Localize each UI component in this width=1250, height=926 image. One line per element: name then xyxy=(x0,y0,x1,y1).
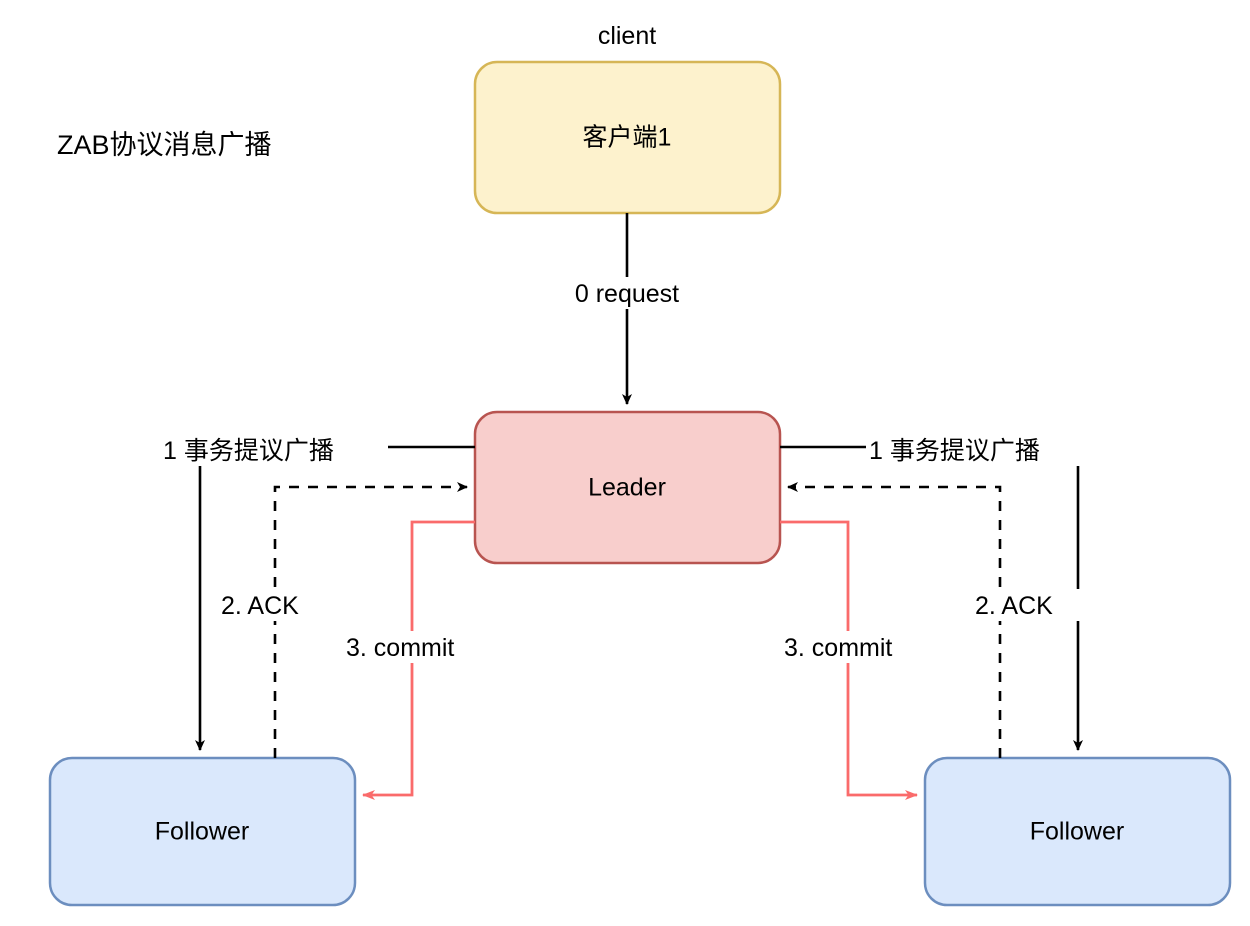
follower-right-box-label: Follower xyxy=(1030,818,1124,846)
ack-left-label-bg xyxy=(218,589,328,621)
edge-ack-left-line xyxy=(273,482,468,758)
edge-label-ack-right: 2. ACK xyxy=(975,592,1053,620)
edge-label-ack-left: 2. ACK xyxy=(221,592,299,620)
follower-left-box-shape xyxy=(48,756,357,907)
request-label-bg xyxy=(557,277,698,309)
leader-box-shape xyxy=(473,410,782,565)
node-client[interactable]: 客户端1 xyxy=(473,60,782,215)
ack-right-label-bg xyxy=(972,589,1082,621)
commit-right-label-bg xyxy=(781,631,928,663)
edge-ack-right-line xyxy=(787,482,1002,758)
edge-label-request: 0 request xyxy=(575,280,679,308)
client-box-label: 客户端1 xyxy=(583,124,672,152)
leader-box-label: Leader xyxy=(588,474,666,502)
proposal-right-label-bg xyxy=(866,432,1094,466)
edge-label-proposal-right: 1 事务提议广播 xyxy=(869,437,1040,465)
client-caption-label: client xyxy=(598,22,656,50)
follower-right-box-shape xyxy=(923,756,1232,907)
node-follower-right[interactable]: Follower xyxy=(923,756,1232,907)
node-follower-left[interactable]: Follower xyxy=(48,756,357,907)
edge-label-proposal-left: 1 事务提议广播 xyxy=(163,437,334,465)
page-title: ZAB协议消息广播 xyxy=(57,130,272,160)
follower-left-box-label: Follower xyxy=(155,818,249,846)
proposal-left-label-bg xyxy=(160,432,388,466)
node-leader[interactable]: Leader xyxy=(473,410,782,565)
edge-label-commit-left: 3. commit xyxy=(346,634,454,662)
edge-label-commit-right: 3. commit xyxy=(784,634,892,662)
commit-left-label-bg xyxy=(343,631,490,663)
